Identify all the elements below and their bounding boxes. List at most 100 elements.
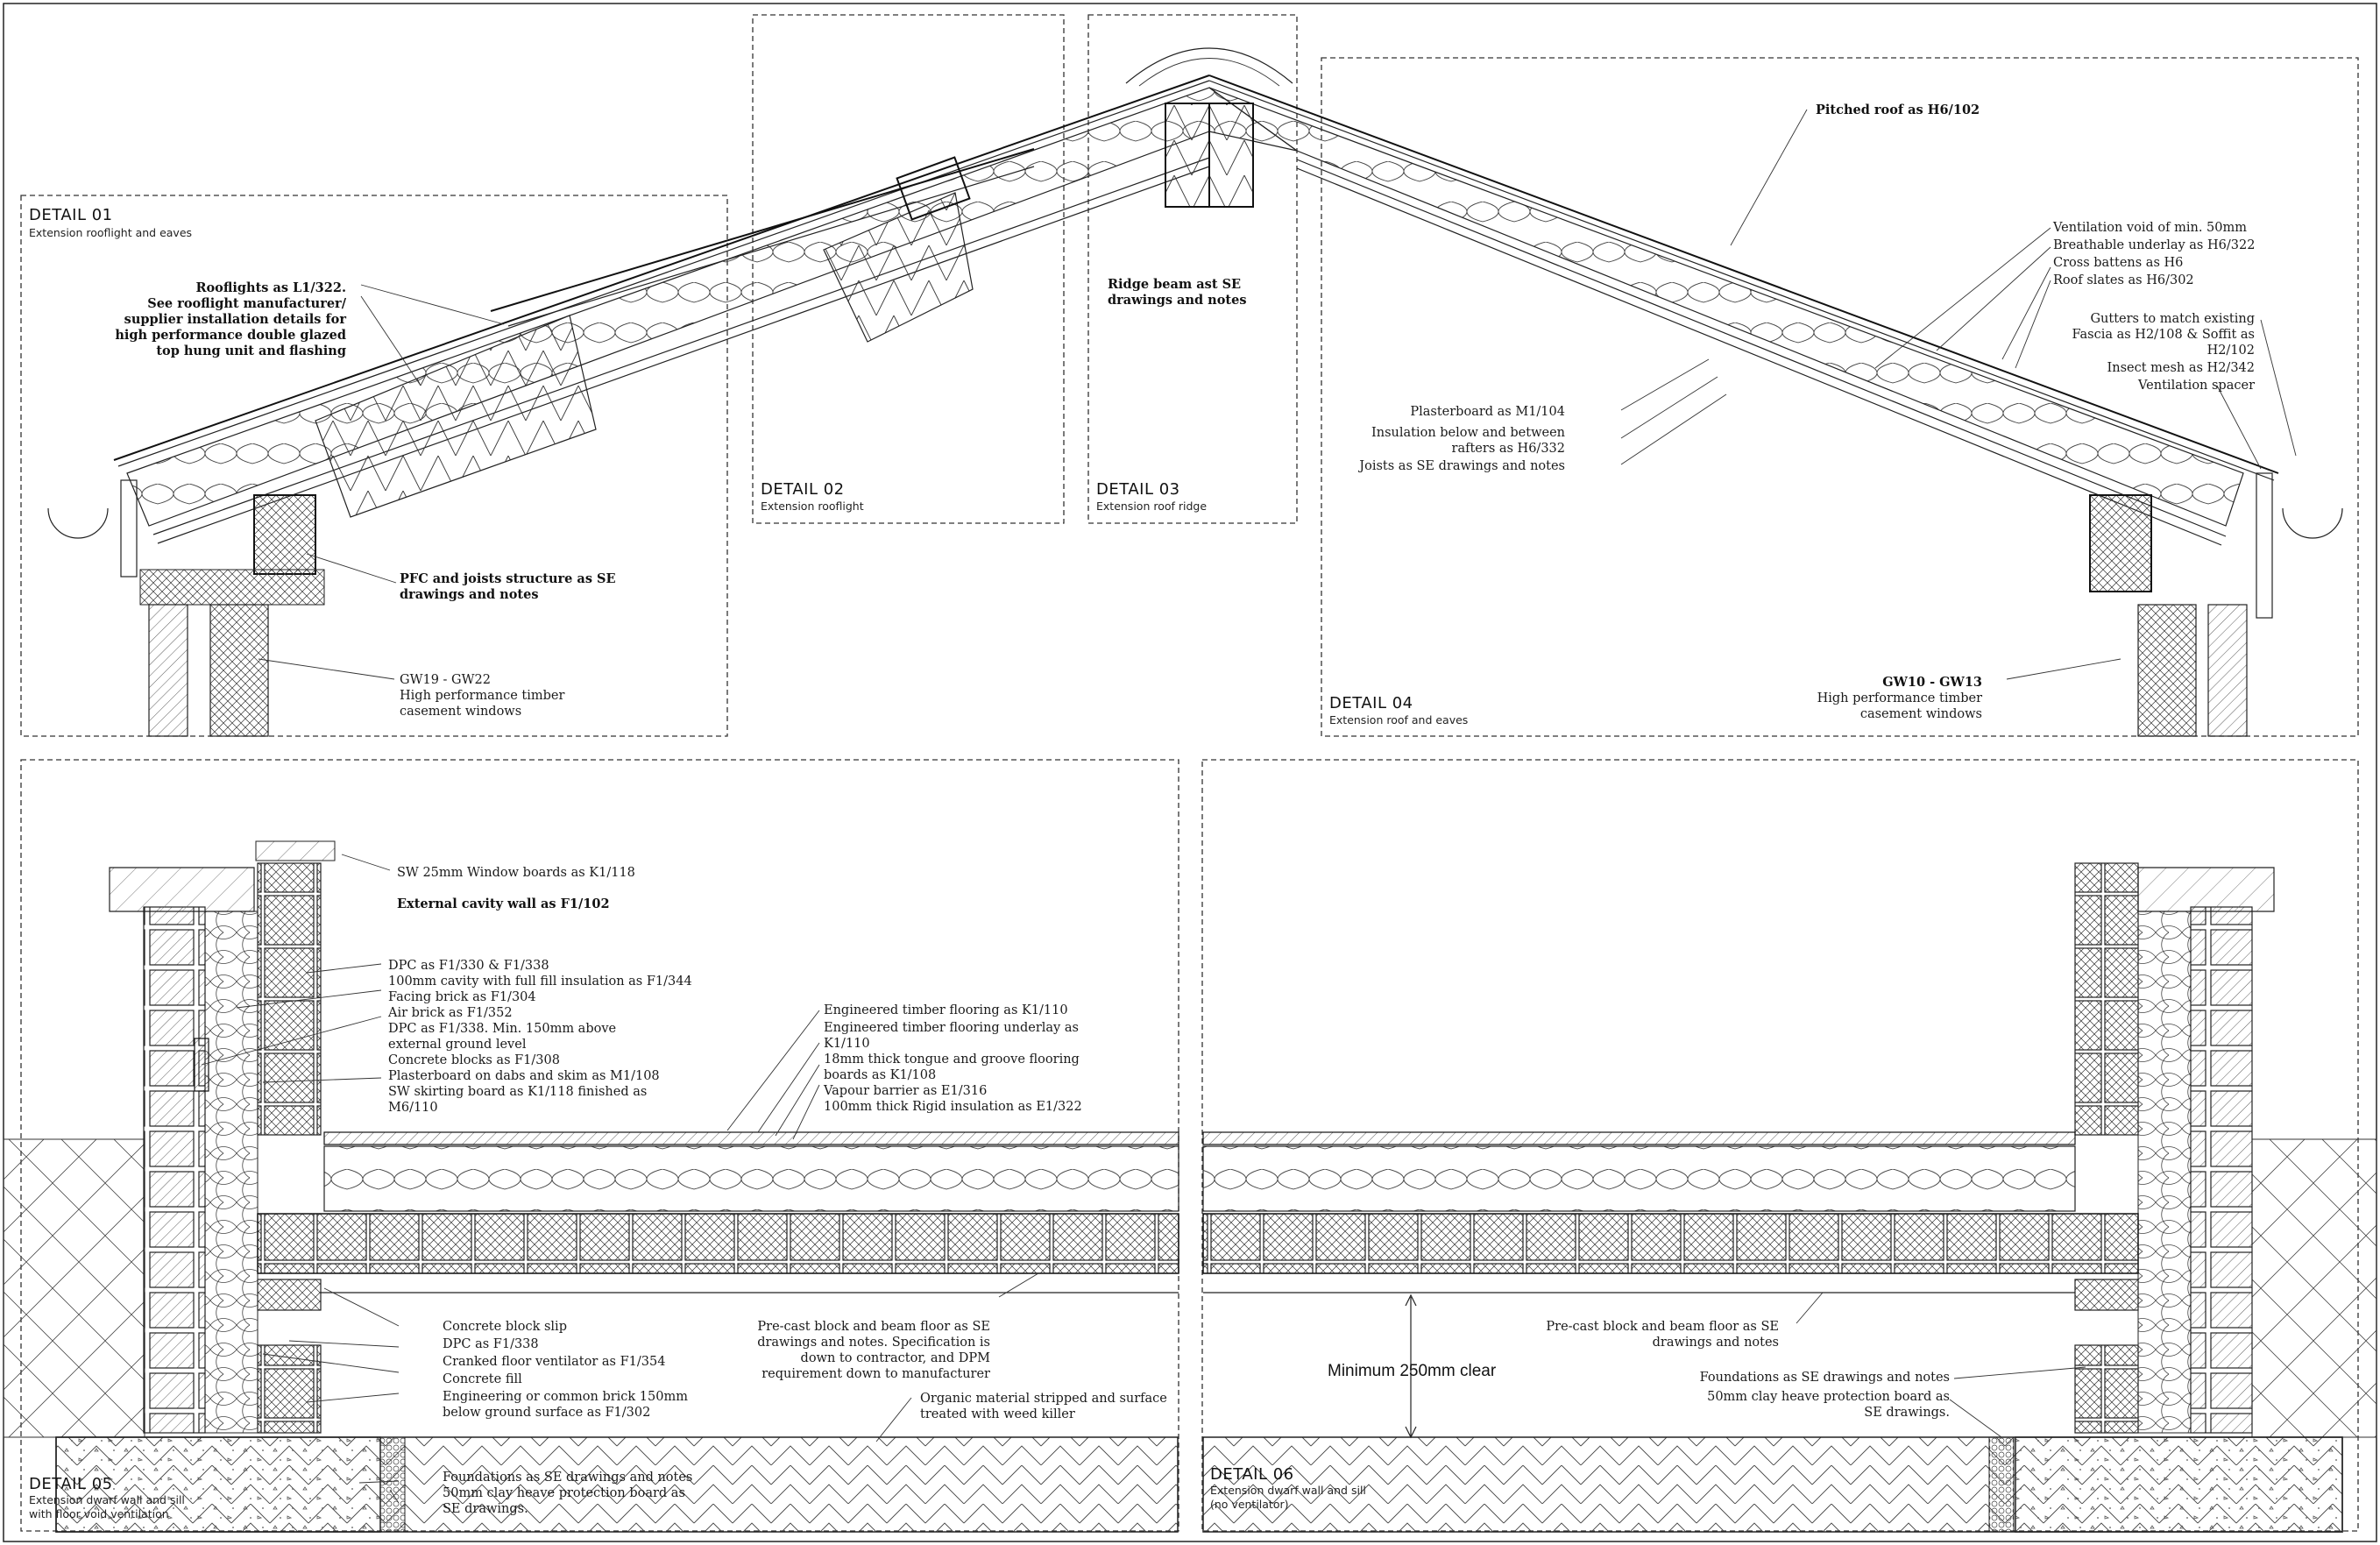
svg-text:100mm cavity with full fill in: 100mm cavity with full fill insulation a… <box>388 974 692 989</box>
svg-text:Cranked floor ventilator as F1: Cranked floor ventilator as F1/354 <box>443 1355 665 1369</box>
detail-04-frame <box>1321 57 2359 737</box>
svg-text:Pre-cast block and beam floor: Pre-cast block and beam floor as SE <box>757 1320 990 1334</box>
dimension-minimum-clear: Minimum 250mm clear <box>1328 1362 1497 1380</box>
svg-text:Foundations as SE drawings and: Foundations as SE drawings and notes <box>1700 1371 1950 1385</box>
roof-section-drawing <box>47 47 2343 737</box>
detail-06-title: DETAIL 06 <box>1210 1465 1294 1484</box>
svg-text:Organic material stripped and: Organic material stripped and surface <box>920 1392 1167 1406</box>
detail-05-subtitle-line2: with floor void ventilation <box>29 1507 169 1520</box>
svg-text:Gutters to match existing: Gutters to match existing <box>2090 312 2255 326</box>
svg-text:SE drawings.: SE drawings. <box>1864 1406 1950 1420</box>
note-ridge: Ridge beam ast SE drawings and notes <box>1108 277 1246 308</box>
note-foundations-left: Foundations as SE drawings and notes 50m… <box>443 1471 692 1516</box>
note-plasterboard-roof: Plasterboard as M1/104 <box>1410 405 1565 419</box>
svg-text:50mm clay heave protection boa: 50mm clay heave protection board as <box>1707 1390 1950 1404</box>
note-ventilation-void: Ventilation void of min. 50mm <box>2052 221 2247 235</box>
detail-04-title: DETAIL 04 <box>1329 694 1413 712</box>
note-pfc: PFC and joists structure as SE drawings … <box>400 571 616 602</box>
svg-text:Foundations as SE drawings and: Foundations as SE drawings and notes <box>443 1471 692 1485</box>
svg-text:casement windows: casement windows <box>1860 707 1982 721</box>
note-ventilation-spacer: Ventilation spacer <box>2137 379 2255 393</box>
svg-text:50mm clay heave protection boa: 50mm clay heave protection board as <box>443 1486 685 1500</box>
note-cross-battens: Cross battens as H6 <box>2053 256 2183 270</box>
svg-text:18mm thick tongue and groove f: 18mm thick tongue and groove flooring <box>824 1052 1080 1067</box>
svg-text:Pre-cast block and beam floor: Pre-cast block and beam floor as SE <box>1546 1320 1779 1334</box>
leader-lines <box>201 109 2297 1504</box>
note-roof-slates: Roof slates as H6/302 <box>2053 273 2194 287</box>
svg-text:top hung unit and flashing: top hung unit and flashing <box>156 344 346 358</box>
detail-05-subtitle-line1: Extension dwarf wall and sill <box>29 1493 185 1506</box>
note-pitched-roof: Pitched roof as H6/102 <box>1816 103 1980 117</box>
svg-text:Ridge beam ast SE: Ridge beam ast SE <box>1108 277 1241 292</box>
detail-03-title: DETAIL 03 <box>1096 480 1180 499</box>
floor-section-drawing <box>3 840 2377 1533</box>
note-foundations-right: Foundations as SE drawings and notes 50m… <box>1700 1371 1950 1420</box>
svg-text:Engineered timber flooring und: Engineered timber flooring underlay as <box>824 1021 1079 1035</box>
detail-02-title: DETAIL 02 <box>761 480 845 499</box>
svg-text:drawings and notes: drawings and notes <box>1108 293 1246 308</box>
note-rooflights: Rooflights as L1/322. See rooflight manu… <box>115 280 346 358</box>
detail-04-subtitle: Extension roof and eaves <box>1329 713 1468 726</box>
note-wall-stack: DPC as F1/330 & F1/338 100mm cavity with… <box>387 959 692 1115</box>
svg-text:GW10 - GW13: GW10 - GW13 <box>1882 675 1982 690</box>
svg-text:external ground level: external ground level <box>388 1038 527 1052</box>
svg-text:casement windows: casement windows <box>400 705 521 719</box>
note-gw10: GW10 - GW13 High performance timber case… <box>1817 675 1982 721</box>
svg-text:rafters as H6/332: rafters as H6/332 <box>1452 442 1565 456</box>
note-floor-stack: Engineered timber flooring as K1/110 Eng… <box>823 1003 1082 1114</box>
detail-01-frame <box>20 195 728 737</box>
note-organic-material: Organic material stripped and surface tr… <box>920 1392 1167 1421</box>
svg-text:below ground surface as F1/302: below ground surface as F1/302 <box>443 1406 650 1420</box>
svg-text:drawings and notes. Specificat: drawings and notes. Specification is <box>757 1336 990 1350</box>
detail-01-title: DETAIL 01 <box>29 206 113 224</box>
svg-text:DPC as F1/330 & F1/338: DPC as F1/330 & F1/338 <box>388 959 549 973</box>
detail-05-title: DETAIL 05 <box>29 1475 113 1493</box>
note-precast-right: Pre-cast block and beam floor as SE draw… <box>1546 1320 1779 1350</box>
note-gutters: Gutters to match existing Fascia as H2/1… <box>2072 312 2255 358</box>
svg-text:H2/102: H2/102 <box>2207 344 2255 358</box>
svg-text:boards as K1/108: boards as K1/108 <box>824 1068 936 1082</box>
note-external-cavity-wall: External cavity wall as F1/102 <box>397 897 610 911</box>
sheet-border <box>3 3 2377 1542</box>
svg-text:SE drawings.: SE drawings. <box>443 1502 528 1516</box>
note-base-stack: Concrete block slip DPC as F1/338 Cranke… <box>443 1320 688 1420</box>
svg-text:See rooflight manufacturer/: See rooflight manufacturer/ <box>147 296 346 311</box>
svg-text:Insulation below and between: Insulation below and between <box>1371 426 1565 440</box>
svg-text:Plasterboard on dabs and skim: Plasterboard on dabs and skim as M1/108 <box>388 1069 660 1083</box>
svg-text:Fascia as H2/108 & Soffit as: Fascia as H2/108 & Soffit as <box>2072 328 2255 342</box>
svg-text:Engineered timber flooring as: Engineered timber flooring as K1/110 <box>824 1003 1068 1017</box>
svg-text:requirement down to manufactur: requirement down to manufacturer <box>761 1367 990 1381</box>
note-gw19: GW19 - GW22 High performance timber case… <box>400 673 564 719</box>
note-window-boards: SW 25mm Window boards as K1/118 <box>397 866 635 880</box>
svg-text:GW19 - GW22: GW19 - GW22 <box>400 673 491 687</box>
svg-text:DPC as F1/338. Min. 150mm abov: DPC as F1/338. Min. 150mm above <box>388 1022 616 1036</box>
svg-text:supplier installation details: supplier installation details for <box>124 312 347 327</box>
svg-text:Air brick as F1/352: Air brick as F1/352 <box>387 1006 513 1020</box>
detail-03-frame <box>1087 14 1298 524</box>
svg-text:down to contractor, and DPM: down to contractor, and DPM <box>801 1351 991 1365</box>
detail-01-subtitle: Extension rooflight and eaves <box>29 226 192 239</box>
detail-06-subtitle-line1: Extension dwarf wall and sill <box>1210 1484 1366 1497</box>
svg-text:Engineering or common brick 15: Engineering or common brick 150mm <box>443 1390 688 1404</box>
svg-text:K1/110: K1/110 <box>824 1037 870 1051</box>
svg-text:drawings and notes: drawings and notes <box>1653 1336 1779 1350</box>
note-insulation-rafters: Insulation below and between rafters as … <box>1371 426 1565 456</box>
svg-text:Facing brick as F1/304: Facing brick as F1/304 <box>388 990 536 1004</box>
svg-text:M6/110: M6/110 <box>388 1101 438 1115</box>
svg-text:Rooflights as L1/322.: Rooflights as L1/322. <box>195 280 346 295</box>
detail-06-subtitle-line2: (no ventilator) <box>1210 1498 1289 1511</box>
svg-text:100mm thick Rigid insulation a: 100mm thick Rigid insulation as E1/322 <box>824 1100 1082 1114</box>
svg-text:Concrete blocks as F1/308: Concrete blocks as F1/308 <box>388 1053 560 1067</box>
svg-text:SW skirting board as K1/118 fi: SW skirting board as K1/118 finished as <box>388 1085 647 1099</box>
svg-text:treated with weed killer: treated with weed killer <box>920 1407 1075 1421</box>
svg-text:Vapour barrier as E1/316: Vapour barrier as E1/316 <box>823 1084 987 1098</box>
svg-text:High performance timber: High performance timber <box>400 689 564 703</box>
svg-text:Concrete block slip: Concrete block slip <box>443 1320 567 1334</box>
note-insect-mesh: Insect mesh as H2/342 <box>2107 361 2256 375</box>
note-joists: Joists as SE drawings and notes <box>1357 459 1565 473</box>
detail-02-subtitle: Extension rooflight <box>761 500 864 513</box>
svg-text:high performance double glaze: high performance double glazed <box>115 328 346 343</box>
detail-03-subtitle: Extension roof ridge <box>1096 500 1207 513</box>
svg-text:DPC as F1/338: DPC as F1/338 <box>443 1337 539 1351</box>
